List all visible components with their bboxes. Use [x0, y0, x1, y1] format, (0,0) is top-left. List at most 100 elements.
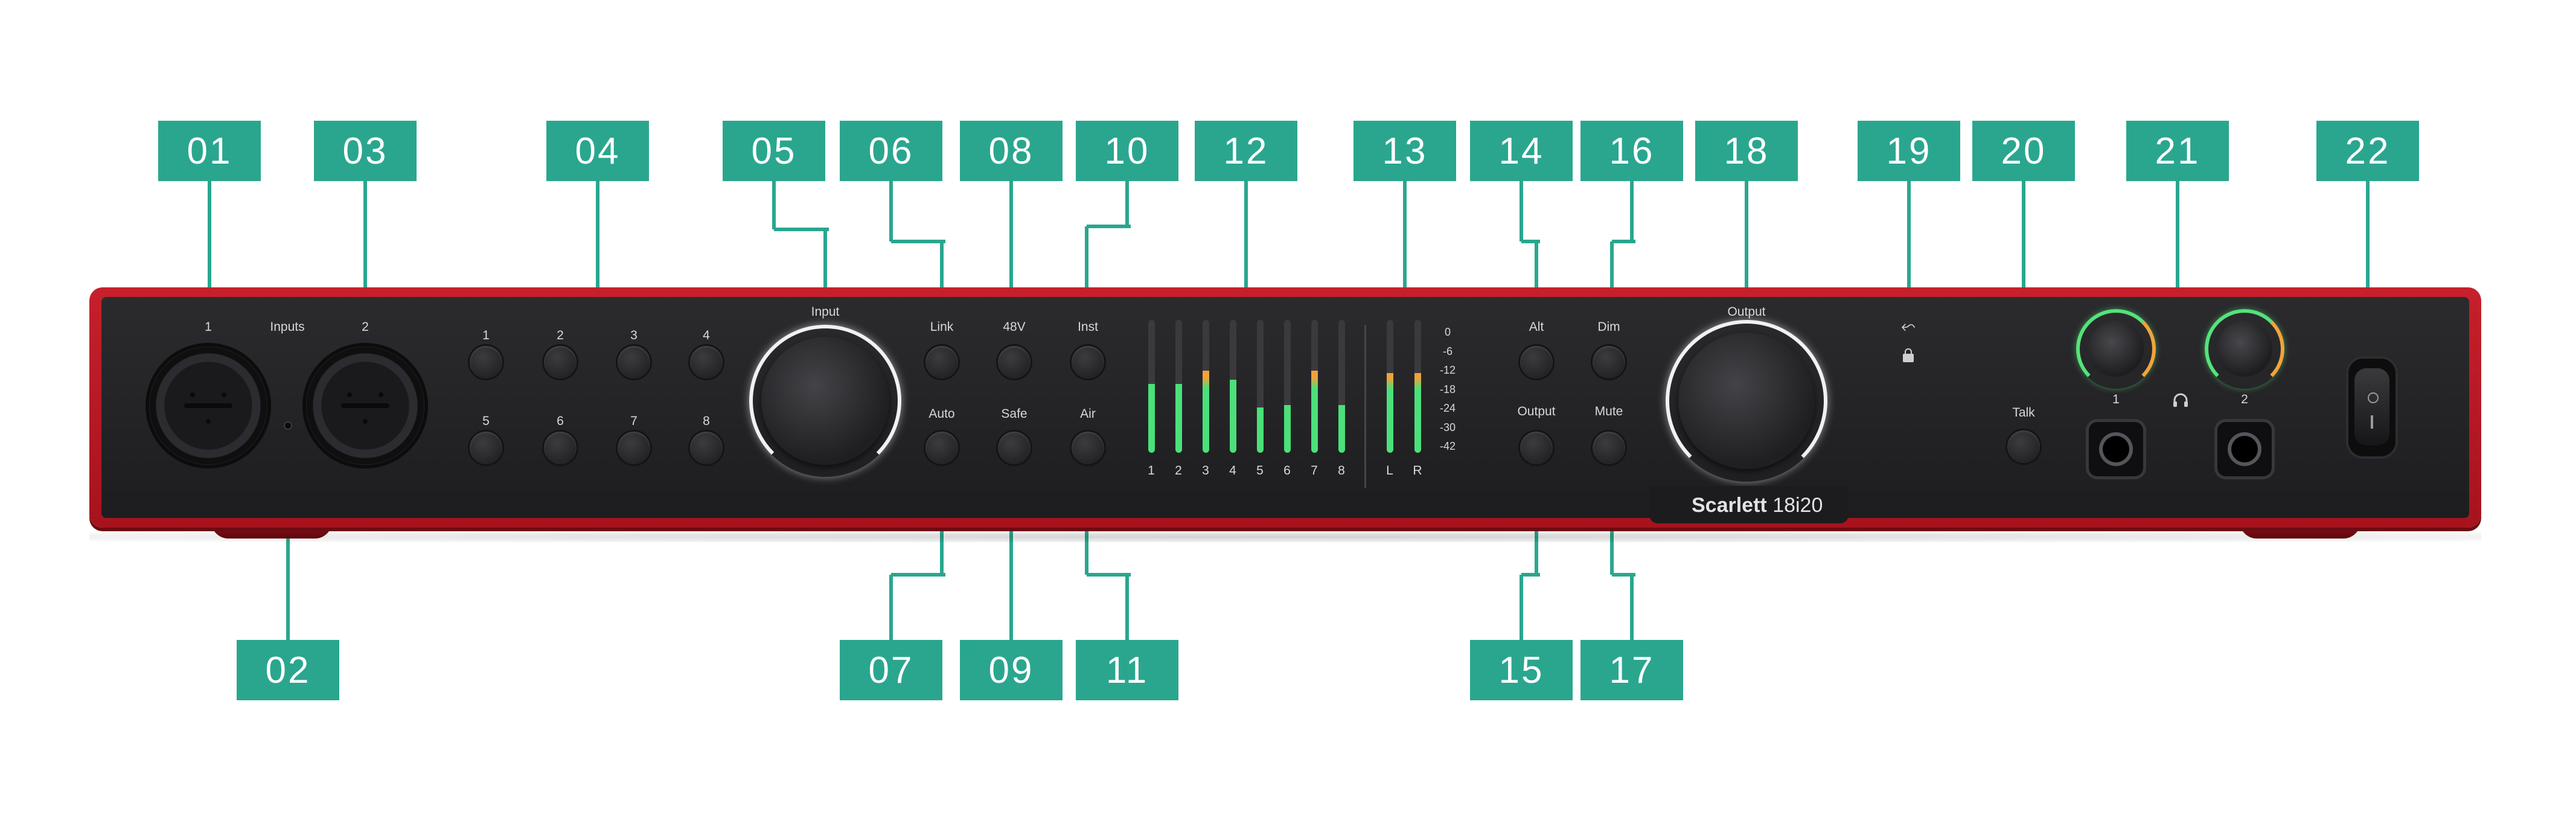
leader-06a [889, 181, 893, 241]
power-rocker[interactable] [2354, 368, 2389, 446]
floor-shadow [89, 531, 2481, 542]
meter-channel-7 [1311, 320, 1318, 453]
xlr-1-pin-2 [222, 392, 226, 397]
leader-17c [1630, 575, 1634, 640]
leader-16b [1612, 240, 1635, 243]
meter-L-fill [1387, 373, 1393, 453]
jack-2-slot [341, 403, 389, 408]
lock-icon [1903, 348, 1914, 362]
callout-20: 20 [1972, 121, 2075, 181]
leader-09 [1009, 514, 1013, 640]
callout-22: 22 [2316, 121, 2419, 181]
48v-button[interactable] [998, 346, 1031, 379]
callout-03: 03 [314, 121, 417, 181]
meter-L [1387, 320, 1393, 453]
leader-15b [1521, 573, 1540, 577]
leader-02 [286, 519, 290, 640]
callout-13: 13 [1354, 121, 1456, 181]
output-knob-label: Output [1727, 305, 1766, 319]
callout-14: 14 [1470, 121, 1573, 181]
headphone-1-jack[interactable] [2089, 422, 2143, 476]
leader-17a [1610, 514, 1614, 575]
output-volume-knob[interactable] [1678, 333, 1815, 469]
talk-button[interactable] [2007, 430, 2040, 463]
alt-monitor-button[interactable] [1520, 346, 1553, 379]
xlr-2-pin-3 [363, 419, 368, 424]
callout-19: 19 [1858, 121, 1960, 181]
select-button-6[interactable] [544, 432, 577, 464]
callout-11: 11 [1076, 640, 1178, 700]
air-button[interactable] [1072, 432, 1104, 464]
leader-07c [889, 575, 893, 640]
meter-6-label: 6 [1283, 464, 1291, 478]
callout-10: 10 [1076, 121, 1178, 181]
leader-06b [891, 240, 945, 243]
select-button-7[interactable] [618, 432, 650, 464]
headphone-2-jack[interactable] [2217, 422, 2272, 476]
dim-monitor-button[interactable] [1593, 346, 1625, 379]
select-button-8[interactable] [690, 432, 723, 464]
meter-2-label: 2 [1175, 464, 1182, 478]
select-button-1[interactable] [470, 346, 502, 379]
callout-04: 04 [546, 121, 649, 181]
leader-11a [1085, 514, 1088, 575]
xlr-2-pin-2 [379, 392, 383, 397]
leader-05b [774, 228, 829, 231]
xlr-1-pin-1 [190, 392, 195, 397]
meter-R-label: R [1413, 464, 1422, 478]
meter-divider [1364, 325, 1366, 488]
select-button-3[interactable] [618, 346, 650, 379]
leader-15a [1535, 514, 1538, 575]
meter-channel-3 [1203, 320, 1209, 453]
meter-L-label: L [1386, 464, 1393, 478]
input-gain-knob[interactable] [761, 337, 889, 465]
meter-scale-5: -30 [1439, 421, 1456, 433]
meter-scale-1: -6 [1442, 345, 1453, 357]
leader-08 [1009, 181, 1013, 302]
headphone-2-knob[interactable] [2217, 321, 2272, 377]
usb-icon: ⬿ [1901, 316, 1916, 336]
headphone-2-halo [2205, 309, 2284, 389]
meter-R-fill [1414, 373, 1421, 453]
select-3-label: 3 [630, 328, 638, 342]
leader-04 [596, 181, 599, 302]
meter-channel-5 [1257, 320, 1264, 453]
inst-label: Inst [1078, 320, 1098, 334]
meter-channel-1 [1148, 320, 1155, 453]
output-monitor-button[interactable] [1520, 432, 1553, 464]
leader-22 [2366, 181, 2370, 302]
leader-14a [1520, 181, 1523, 241]
leader-13 [1403, 181, 1407, 302]
link-button[interactable] [925, 346, 958, 379]
leader-05c [823, 229, 827, 302]
select-button-5[interactable] [470, 432, 502, 464]
callout-21: 21 [2126, 121, 2229, 181]
safe-button[interactable] [998, 432, 1031, 464]
headphone-1-knob[interactable] [2088, 321, 2144, 377]
leader-15c [1520, 575, 1523, 640]
input-led [285, 423, 291, 429]
safe-label: Safe [1001, 407, 1028, 421]
leader-03 [363, 181, 367, 302]
input-2-label: 2 [362, 320, 369, 334]
select-button-4[interactable] [690, 346, 723, 379]
auto-button[interactable] [925, 432, 958, 464]
power-switch[interactable] [2346, 356, 2398, 459]
meter-R [1414, 320, 1421, 453]
callout-16: 16 [1580, 121, 1683, 181]
power-icon [2368, 392, 2379, 403]
meter-scale-4: -24 [1439, 402, 1456, 414]
meter-scale-3: -18 [1439, 383, 1456, 395]
inst-button[interactable] [1072, 346, 1104, 379]
mute-monitor-button[interactable] [1593, 432, 1625, 464]
leader-10c [1085, 226, 1088, 302]
leader-18 [1745, 181, 1748, 302]
link-label: Link [930, 320, 954, 334]
callout-09: 09 [960, 640, 1063, 700]
leader-19 [1907, 181, 1911, 302]
callout-17: 17 [1580, 640, 1683, 700]
callout-05: 05 [723, 121, 825, 181]
select-button-2[interactable] [544, 346, 577, 379]
headphone-1-halo [2076, 309, 2156, 389]
